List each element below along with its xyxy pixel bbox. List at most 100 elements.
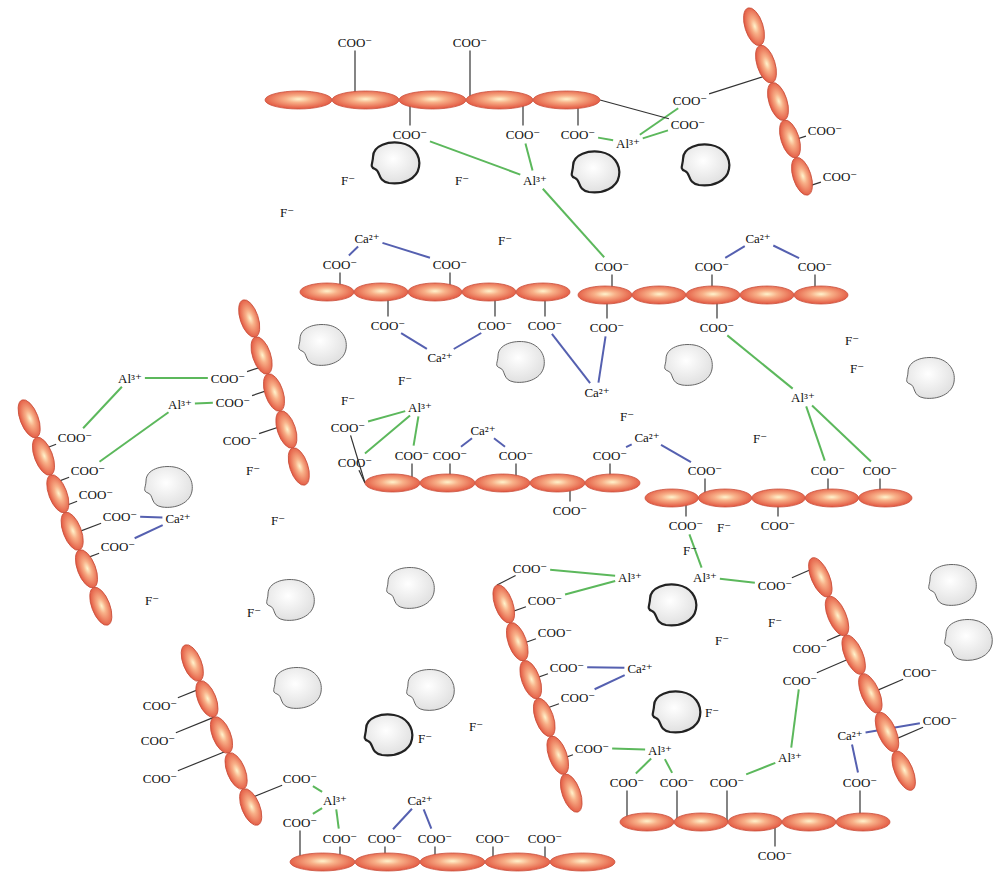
ion-label: F⁻ xyxy=(850,362,864,375)
chain-segment xyxy=(632,286,686,304)
ion-label: Al³⁺ xyxy=(648,744,672,757)
ion-label: COO⁻ xyxy=(143,772,177,785)
ionic-bond xyxy=(140,516,162,519)
ionic-bond xyxy=(661,445,691,462)
ion-label: COO⁻ xyxy=(595,260,629,273)
ion-label: F⁻ xyxy=(145,594,159,607)
chain-segment xyxy=(265,91,332,109)
ion-label: COO⁻ xyxy=(660,776,694,789)
polyacid-chains xyxy=(14,5,921,871)
ionic-bond xyxy=(525,143,532,170)
ion-label: COO⁻ xyxy=(758,579,792,592)
ion-label: COO⁻ xyxy=(528,594,562,607)
ion-label: COO⁻ xyxy=(700,321,734,334)
chain-segment xyxy=(284,445,313,488)
chain-segment xyxy=(420,474,475,492)
carboxyl-stem xyxy=(469,51,470,101)
chain-segment xyxy=(836,813,890,831)
ion-label: COO⁻ xyxy=(550,661,584,674)
chain-segment xyxy=(220,750,251,793)
ion-label: COO⁻ xyxy=(811,464,845,477)
ionic-bonds xyxy=(83,108,920,829)
ionic-bond xyxy=(349,247,358,256)
chain-segment xyxy=(674,813,728,831)
ionic-bond xyxy=(382,243,430,258)
ionic-bond xyxy=(725,246,745,258)
ionic-bond xyxy=(852,744,858,772)
chain-segment xyxy=(355,853,420,871)
ion-label: COO⁻ xyxy=(101,540,135,553)
chain-segment xyxy=(578,286,632,304)
ion-label: COO⁻ xyxy=(323,258,357,271)
chain-segment xyxy=(804,554,837,600)
carboxyl-stem xyxy=(176,717,214,733)
ion-label: Ca²⁺ xyxy=(584,386,609,399)
ion-label: COO⁻ xyxy=(923,714,957,727)
chain-segment xyxy=(887,748,920,794)
ionic-bond xyxy=(598,138,613,141)
ionic-bond xyxy=(99,412,168,462)
ionic-bond xyxy=(195,402,213,405)
ion-label: COO⁻ xyxy=(671,118,705,131)
ionic-bond xyxy=(368,411,405,421)
ion-label: COO⁻ xyxy=(368,832,402,845)
chain-segment xyxy=(854,670,887,716)
ion-label: COO⁻ xyxy=(283,772,317,785)
ion-label: Ca²⁺ xyxy=(354,232,379,245)
chain-segment xyxy=(516,283,570,301)
ionic-bond xyxy=(595,675,625,689)
glass-particle xyxy=(274,668,322,709)
ionic-bond xyxy=(494,438,505,446)
chain-segment xyxy=(533,91,600,109)
chain-segment xyxy=(485,853,550,871)
ion-label: COO⁻ xyxy=(793,642,827,655)
ion-label: COO⁻ xyxy=(710,776,744,789)
chain-segment xyxy=(620,813,674,831)
ion-label: COO⁻ xyxy=(216,396,250,409)
chain-segment xyxy=(85,584,116,628)
ion-label: F⁻ xyxy=(398,374,412,387)
ion-label: COO⁻ xyxy=(395,449,429,462)
glass-particle xyxy=(497,342,545,383)
ion-label: COO⁻ xyxy=(58,431,92,444)
ionic-bond xyxy=(414,416,419,445)
ionic-bond xyxy=(552,334,590,383)
carboxyl-stem xyxy=(726,791,727,823)
ion-label: COO⁻ xyxy=(528,319,562,332)
glass-particle xyxy=(649,585,697,626)
ion-label: COO⁻ xyxy=(331,421,365,434)
chain-segment xyxy=(728,813,782,831)
ionic-bond xyxy=(83,387,122,429)
glass-particle xyxy=(407,670,455,711)
ionic-bond xyxy=(746,763,775,775)
chain-segment xyxy=(870,709,903,755)
ionic-bond xyxy=(550,570,615,576)
ion-label: COO⁻ xyxy=(476,832,510,845)
ion-label: COO⁻ xyxy=(593,449,627,462)
glass-particle xyxy=(665,345,713,386)
chain-segment xyxy=(805,489,858,507)
ion-label: Al³⁺ xyxy=(523,174,547,187)
ion-label: COO⁻ xyxy=(610,776,644,789)
ion-label: Ca²⁺ xyxy=(427,351,452,364)
ion-label: COO⁻ xyxy=(323,832,357,845)
chain-segment xyxy=(740,286,794,304)
chain-segment xyxy=(365,474,420,492)
chain-segment xyxy=(686,286,740,304)
ionic-bond xyxy=(636,759,651,774)
ion-label: COO⁻ xyxy=(393,128,427,141)
ionic-bond xyxy=(393,809,412,830)
ion-label: Ca²⁺ xyxy=(165,512,190,525)
ion-label: COO⁻ xyxy=(506,128,540,141)
ion-label: COO⁻ xyxy=(453,36,487,49)
chain-segment xyxy=(71,547,102,591)
ionic-bond xyxy=(565,581,615,595)
glass-particle xyxy=(387,568,435,609)
ionic-bond xyxy=(612,748,645,751)
ion-label: F⁻ xyxy=(246,464,260,477)
glass-particle xyxy=(365,715,413,756)
chain-segment xyxy=(763,80,792,123)
chain-segment xyxy=(516,658,546,702)
ionic-bond xyxy=(313,808,322,814)
ion-label: F⁻ xyxy=(715,634,729,647)
